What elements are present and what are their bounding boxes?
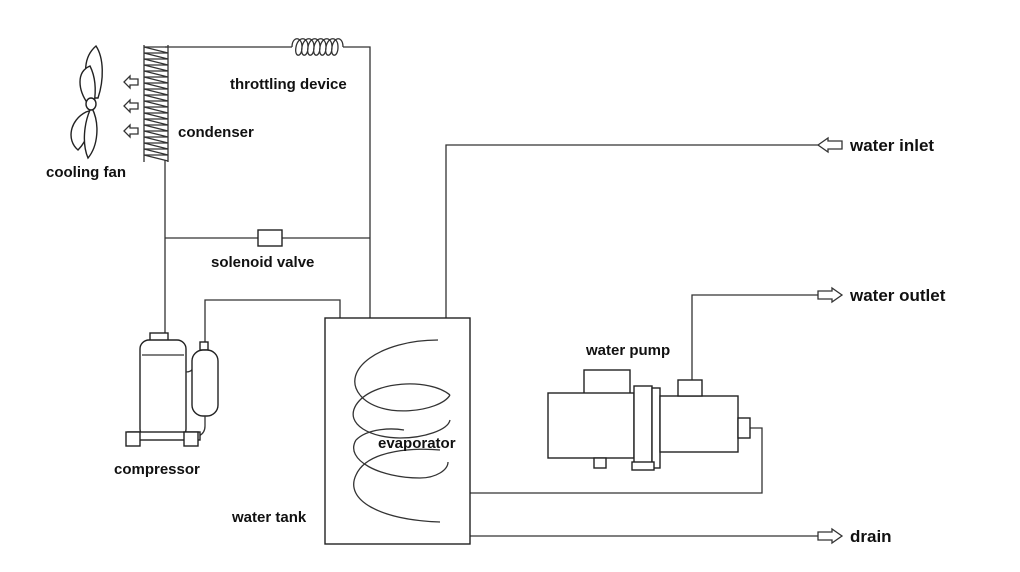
drain-label: drain bbox=[850, 527, 892, 546]
throttling-device-label: throttling device bbox=[230, 76, 347, 93]
cooling-fan-icon bbox=[70, 44, 103, 160]
cooling-fan-label: cooling fan bbox=[46, 164, 126, 181]
water-pump-label: water pump bbox=[585, 342, 670, 359]
water-outlet-label: water outlet bbox=[849, 286, 946, 305]
evaporator-coil-icon bbox=[352, 339, 451, 523]
solenoid-valve-icon bbox=[257, 229, 283, 247]
water-pump-icon bbox=[547, 369, 751, 471]
evaporator-label: evaporator bbox=[378, 435, 456, 452]
outlet-arrow-icon bbox=[817, 286, 844, 304]
water-inlet-label: water inlet bbox=[849, 136, 934, 155]
throttling-coil-icon bbox=[291, 38, 344, 56]
pipe-network bbox=[164, 46, 818, 537]
water-tank-label: water tank bbox=[231, 509, 307, 526]
airflow-arrows bbox=[123, 74, 139, 139]
airflow-arrow-icon bbox=[123, 98, 139, 114]
airflow-arrow-icon bbox=[123, 123, 139, 139]
condenser-label: condenser bbox=[178, 124, 254, 141]
inlet-arrow-icon bbox=[816, 136, 843, 154]
compressor-icon bbox=[125, 332, 219, 447]
water-tank-icon bbox=[324, 317, 471, 545]
drain-arrow-icon bbox=[817, 527, 844, 545]
compressor-label: compressor bbox=[114, 461, 200, 478]
solenoid-valve-label: solenoid valve bbox=[211, 254, 314, 271]
condenser-coil-icon bbox=[143, 45, 169, 162]
airflow-arrow-icon bbox=[123, 74, 139, 90]
